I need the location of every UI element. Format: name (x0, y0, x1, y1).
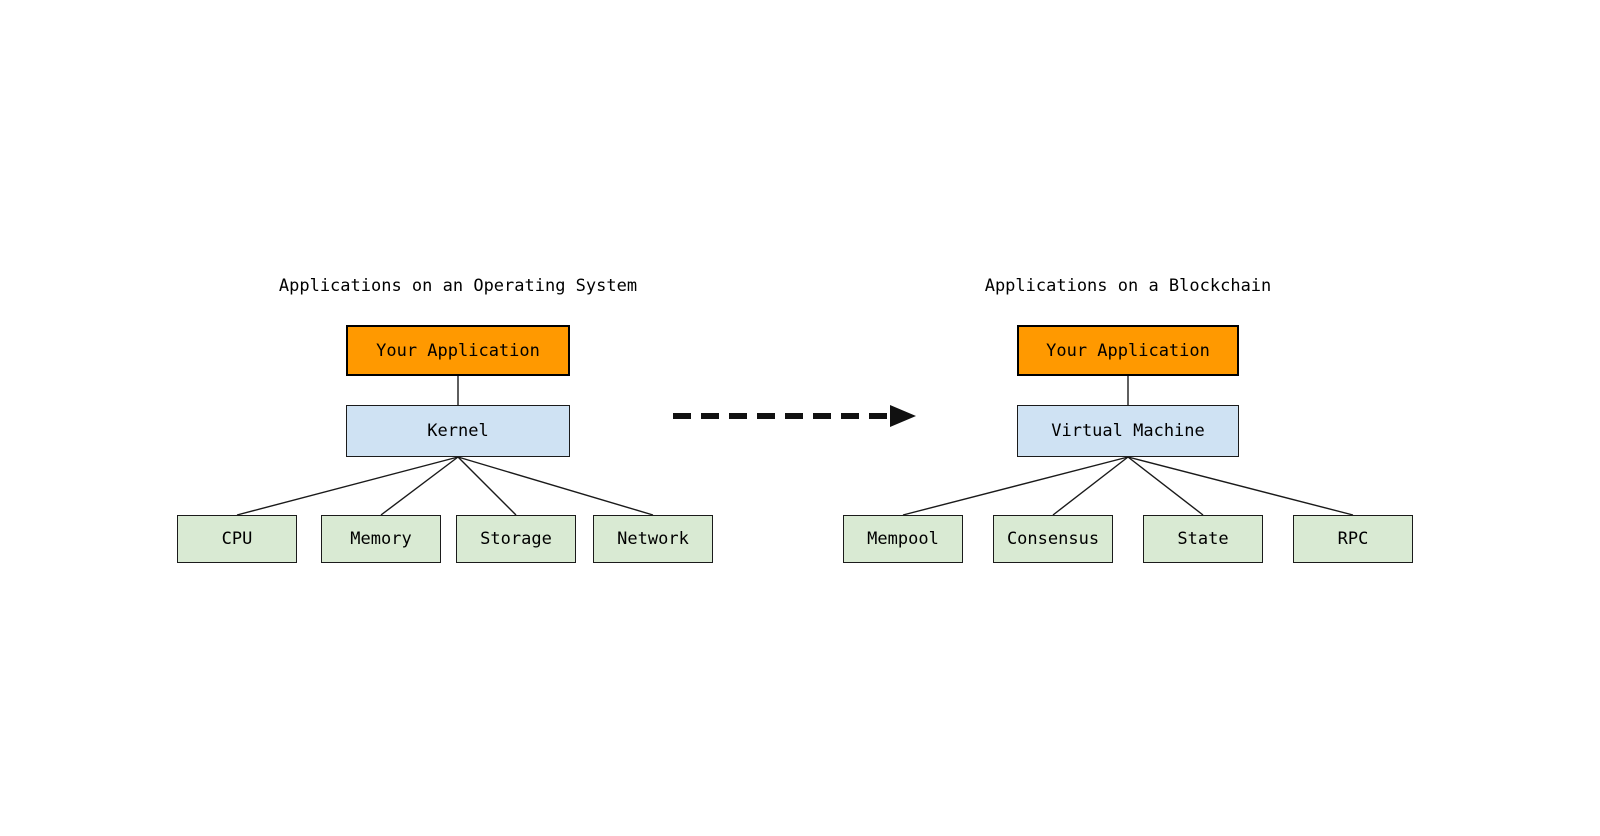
child-box-network: Network (593, 515, 713, 563)
child-box-mempool: Mempool (843, 515, 963, 563)
consensus-label: Consensus (1006, 529, 1100, 549)
memory-label: Memory (350, 529, 412, 549)
storage-label: Storage (480, 529, 552, 549)
left-your-application-label: Your Application (376, 340, 540, 361)
left-tree-connectors (236, 376, 654, 516)
child-box-cpu: CPU (177, 515, 297, 563)
network-label: Network (617, 529, 689, 549)
kernel-label: Kernel (427, 421, 489, 441)
state-label: State (1177, 529, 1229, 549)
right-your-application-label: Your Application (1046, 340, 1210, 361)
mempool-label: Mempool (867, 529, 939, 549)
right-your-application-box: Your Application (1017, 325, 1239, 376)
right-tree-connectors (902, 376, 1354, 516)
child-box-memory: Memory (321, 515, 441, 563)
child-box-rpc: RPC (1293, 515, 1413, 563)
child-box-storage: Storage (456, 515, 576, 563)
cpu-label: CPU (221, 529, 253, 549)
left-diagram-title: Applications on an Operating System (278, 276, 638, 296)
child-box-consensus: Consensus (993, 515, 1113, 563)
right-diagram-title: Applications on a Blockchain (984, 276, 1272, 296)
virtual-machine-label: Virtual Machine (1051, 421, 1205, 441)
rpc-label: RPC (1337, 529, 1369, 549)
virtual-machine-box: Virtual Machine (1017, 405, 1239, 457)
kernel-box: Kernel (346, 405, 570, 457)
dashed-arrow-icon (673, 405, 916, 427)
left-your-application-box: Your Application (346, 325, 570, 376)
child-box-state: State (1143, 515, 1263, 563)
